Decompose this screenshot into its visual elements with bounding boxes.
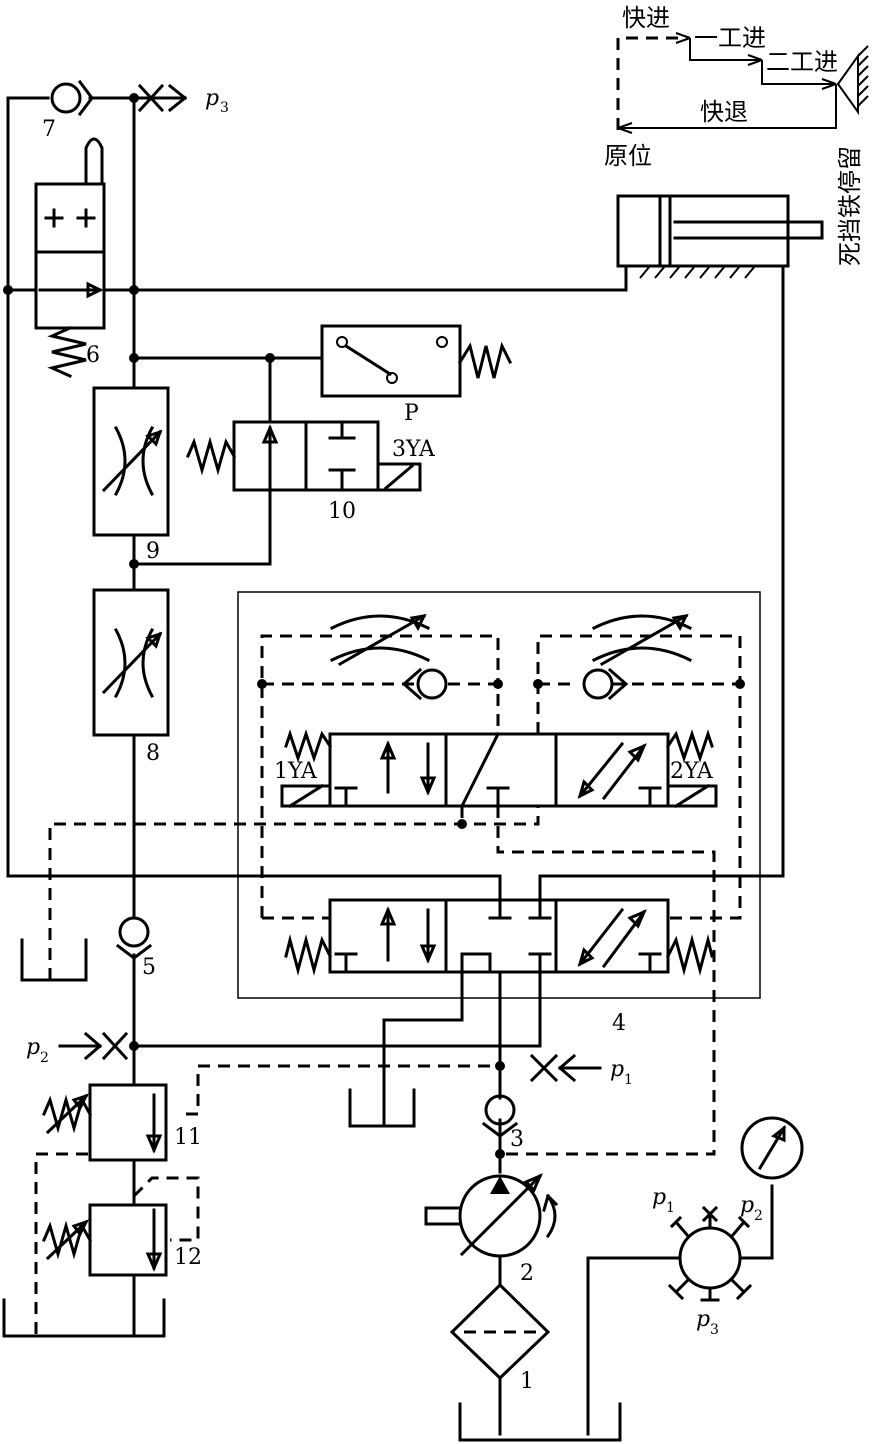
junction-dots <box>3 93 745 1159</box>
dead-stop-label: 死挡铁停留 <box>836 146 864 266</box>
pressure-switch-label: P <box>404 401 419 426</box>
solenoid-valve-10: 3YA 10 <box>186 420 436 524</box>
gauge-selector-switch: p 1 p 2 p 3 <box>652 1185 763 1338</box>
main-directional-valve <box>284 898 714 976</box>
check-valve-7: 7 <box>42 79 94 142</box>
selector-p3-label: p <box>696 1307 710 1332</box>
fast-return-label: 快退 <box>700 98 748 126</box>
work-feed-1-label: 一工进 <box>694 24 766 52</box>
p3-test-point-top: p 3 <box>132 83 229 116</box>
p1-test-point: p 1 <box>529 1053 633 1088</box>
component-10-label: 10 <box>328 499 356 524</box>
throttle-valve-9: 9 <box>92 386 170 564</box>
component-1-label: 1 <box>520 1369 534 1394</box>
p1-label: p <box>610 1057 624 1082</box>
component-7-label: 7 <box>42 117 56 142</box>
sol-2ya-label: 2YA <box>670 759 714 784</box>
check-valve-3: 3 <box>481 1094 524 1152</box>
main-lines <box>6 96 785 1436</box>
component-11-label: 11 <box>174 1125 202 1150</box>
component-4-label: 4 <box>612 1011 626 1036</box>
sol-3ya-label: 3YA <box>392 437 436 462</box>
valve-group-4-frame <box>237 591 761 999</box>
p3-label-top: p <box>205 86 219 111</box>
work-cycle-diagram: 快进 一工进 二工进 快退 原位 死挡铁停留 <box>604 4 869 266</box>
component-2-label: 2 <box>520 1261 534 1286</box>
check-valve-5: 5 <box>115 916 156 980</box>
work-feed-2-label: 二工进 <box>766 48 838 76</box>
pilot-throttle-check-right <box>582 613 693 701</box>
relief-valve-11: 11 <box>42 1083 202 1162</box>
selector-p2-label: p <box>740 1193 754 1218</box>
p2-label: p <box>26 1035 40 1060</box>
p2-sub: 2 <box>40 1050 49 1066</box>
filter-1: 1 <box>449 1282 551 1394</box>
pilot-throttle-check-left <box>329 613 448 701</box>
component-5-label: 5 <box>142 955 156 980</box>
p2-test-point: p 2 <box>26 1031 129 1066</box>
component-6-label: 6 <box>86 343 100 368</box>
hydraulic-cylinder <box>616 194 824 279</box>
p1-sub: 1 <box>624 1072 633 1088</box>
selector-p1-sub: 1 <box>666 1200 675 1216</box>
home-position-label: 原位 <box>604 142 652 170</box>
selector-p2-sub: 2 <box>754 1208 763 1224</box>
component-8-label: 8 <box>146 741 160 766</box>
selector-p3-sub: 3 <box>710 1322 719 1338</box>
pressure-switch-p: P <box>320 324 513 426</box>
tank-left <box>20 938 88 982</box>
selector-p1-label: p <box>652 1185 666 1210</box>
component-3-label: 3 <box>510 1127 524 1152</box>
component-9-label: 9 <box>146 539 160 564</box>
pilot-valve: 1YA 2YA <box>274 729 718 809</box>
p3-sub-top: 3 <box>220 100 229 116</box>
sol-1ya-label: 1YA <box>274 759 318 784</box>
tank-bottom-left <box>2 1298 166 1338</box>
fast-forward-label: 快进 <box>622 4 670 32</box>
pressure-gauge <box>740 1116 804 1180</box>
variable-pump-2: 2 <box>424 1173 559 1286</box>
throttle-valve-8: 8 <box>92 588 170 766</box>
travel-valve-6: 6 <box>34 137 106 378</box>
tank-bottom <box>458 1402 622 1442</box>
component-12-label: 12 <box>174 1245 202 1270</box>
pilot-lines <box>34 634 742 1334</box>
relief-valve-12: 12 <box>42 1203 202 1277</box>
tank-middle <box>348 1088 416 1128</box>
